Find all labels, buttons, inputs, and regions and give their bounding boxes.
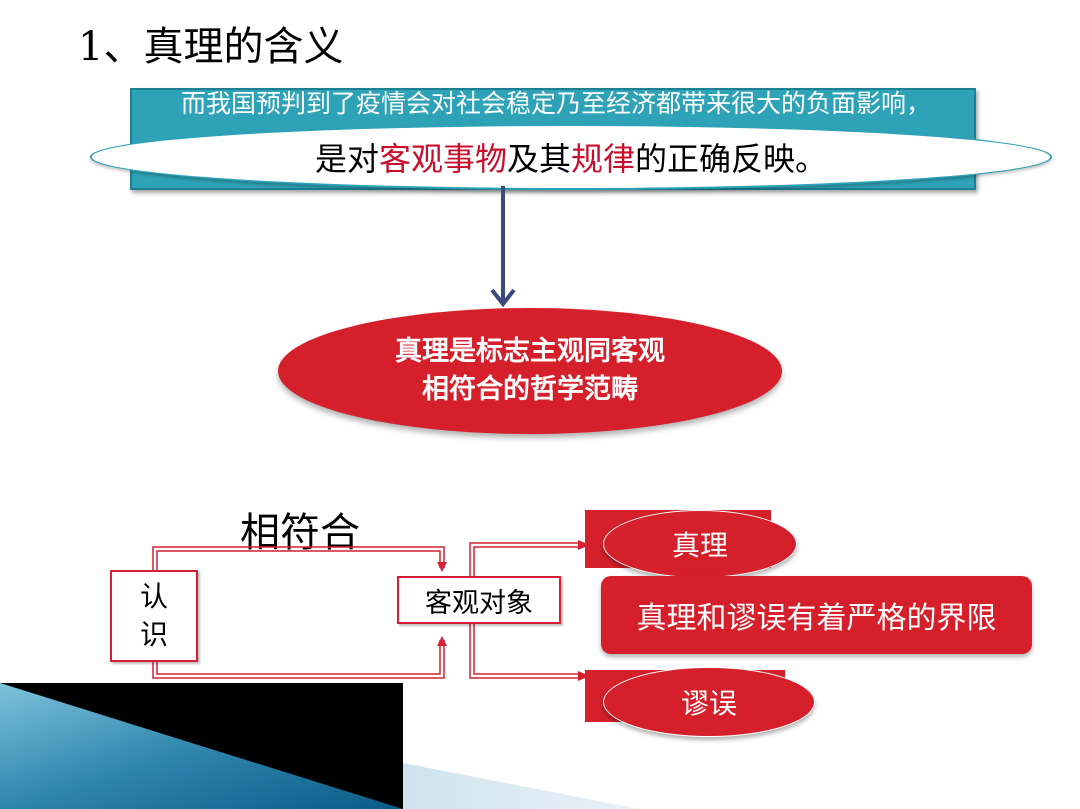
background-text: 而我国预判到了疫情会对社会稳定乃至经济都带来很大的负面影响， [180, 89, 931, 118]
truth-category-line-1: 真理是标志主观同客观 [395, 336, 665, 367]
definition-highlight-objective-things: 客观事物 [378, 140, 507, 178]
objective-object-box: 客观对象 [397, 576, 561, 624]
error-ellipse: 谬误 [603, 667, 815, 737]
definition-ellipse: 是对客观事物及其规律的正确反映。 [90, 124, 1052, 190]
truth-ellipse: 真理 [603, 510, 797, 578]
match-label: 相符合 [240, 510, 360, 556]
definition-text-2: 及其 [506, 140, 571, 178]
definition-highlight-laws: 规律 [571, 140, 636, 178]
cognition-box: 认识 [110, 570, 198, 662]
decorative-corner-shape [0, 683, 640, 809]
slide-title: 1、真理的含义 [78, 24, 344, 70]
definition-text-1: 是对 [314, 140, 379, 178]
cognition-label: 认识 [139, 580, 168, 651]
truth-category-ellipse: 真理是标志主观同客观 相符合的哲学范畴 [278, 308, 782, 434]
down-arrow-icon [490, 186, 516, 308]
definition-text-3: 的正确反映。 [635, 140, 828, 178]
truth-category-line-2: 相符合的哲学范畴 [422, 374, 638, 405]
boundary-box: 真理和谬误有着严格的界限 [601, 576, 1032, 654]
